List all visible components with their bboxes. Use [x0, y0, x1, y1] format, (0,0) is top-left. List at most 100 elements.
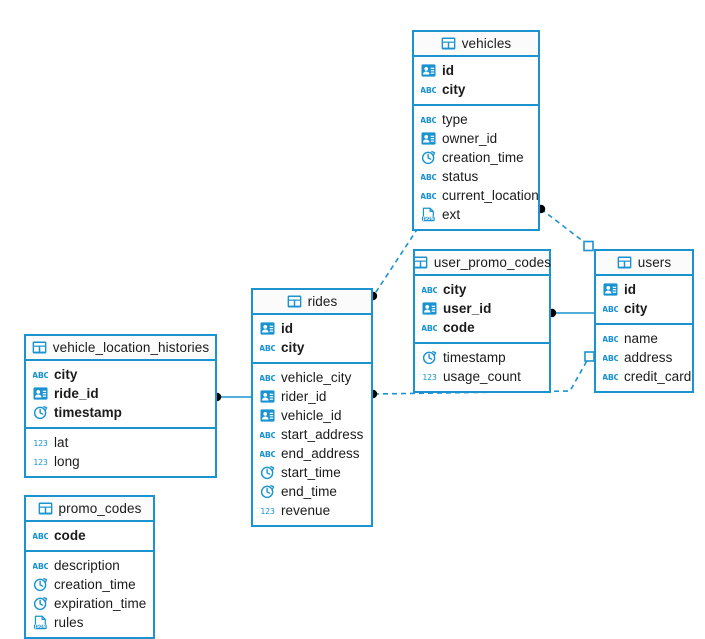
clock-icon: [421, 150, 436, 165]
field-vehicles-owner_id[interactable]: owner_id: [414, 129, 538, 148]
field-user_promo_codes-user_id[interactable]: user_id: [415, 299, 549, 318]
field-label: city: [54, 367, 78, 382]
field-group-user_promo_codes: timestamp 123 usage_count: [415, 344, 549, 391]
svg-text:123: 123: [33, 439, 48, 448]
field-rides-rider_id[interactable]: rider_id: [253, 387, 371, 406]
primary-key-group-vehicles: idABC city: [414, 57, 538, 106]
field-users-name[interactable]: ABCname: [596, 329, 692, 348]
svg-text:ABC: ABC: [422, 286, 437, 295]
svg-text:ABC: ABC: [603, 373, 618, 382]
field-rides-end_address[interactable]: ABC end_address: [253, 444, 371, 463]
field-users-id[interactable]: id: [596, 280, 692, 299]
field-label: credit_card: [624, 369, 692, 384]
entity-table-vehicles[interactable]: vehicles idABC cityABCtypeowner_idcreation…: [412, 30, 540, 231]
clock-icon: [33, 596, 48, 611]
clock-icon: [33, 577, 48, 592]
clock-icon: [33, 405, 48, 420]
entity-header-users[interactable]: users: [596, 251, 692, 276]
field-label: usage_count: [443, 369, 521, 384]
table-grid-icon: [617, 255, 632, 270]
entity-header-promo_codes[interactable]: promo_codes: [26, 497, 153, 522]
entity-table-user_promo_codes[interactable]: user_promo_codesABC city user_idABCcode tim…: [413, 249, 551, 393]
field-vehicles-current_location[interactable]: ABCcurrent_location: [414, 186, 539, 205]
field-rides-vehicle_city[interactable]: ABC vehicle_city: [253, 368, 371, 387]
field-rides-start_address[interactable]: ABCstart_address: [253, 425, 371, 444]
entity-header-rides[interactable]: rides: [253, 290, 371, 315]
field-vehicles-creation_time[interactable]: creation_time: [414, 148, 538, 167]
svg-text:ABC: ABC: [422, 324, 437, 333]
field-vehicles-city[interactable]: ABC city: [414, 80, 538, 99]
clock-icon: [422, 350, 437, 365]
svg-text:123: 123: [422, 373, 437, 382]
field-promo_codes-expiration_time[interactable]: expiration_time: [26, 594, 153, 613]
entity-title-user_promo_codes: user_promo_codes: [433, 255, 552, 270]
field-user_promo_codes-timestamp[interactable]: timestamp: [415, 348, 549, 367]
field-user_promo_codes-city[interactable]: ABC city: [415, 280, 549, 299]
field-rides-end_time[interactable]: end_time: [253, 482, 371, 501]
abc-text-icon: ABC: [260, 446, 275, 461]
field-label: city: [443, 282, 467, 297]
field-rides-city[interactable]: ABC city: [253, 338, 371, 357]
abc-text-icon: ABC: [421, 112, 436, 127]
field-rides-vehicle_id[interactable]: vehicle_id: [253, 406, 371, 425]
field-rides-start_time[interactable]: start_time: [253, 463, 371, 482]
person-card-icon: [422, 301, 437, 316]
svg-text:ABC: ABC: [603, 354, 618, 363]
table-grid-icon: [413, 255, 428, 270]
field-rides-id[interactable]: id: [253, 319, 371, 338]
svg-text:ABC: ABC: [421, 86, 436, 95]
primary-key-group-users: idABCcity: [596, 276, 692, 325]
abc-text-icon: ABC: [260, 370, 275, 385]
abc-text-icon: ABC: [33, 367, 48, 382]
abc-text-icon: ABC: [33, 558, 48, 573]
field-label: start_time: [281, 465, 341, 480]
entity-table-users[interactable]: usersidABCcityABCnameABCaddressABCcredit…: [594, 249, 694, 393]
field-label: city: [281, 340, 305, 355]
entity-header-user_promo_codes[interactable]: user_promo_codes: [413, 251, 552, 276]
field-user_promo_codes-code[interactable]: ABCcode: [415, 318, 549, 337]
abc-text-icon: ABC: [260, 340, 275, 355]
primary-key-group-vehicle_location_histories: ABC city ride_id timestamp: [26, 361, 215, 429]
field-promo_codes-code[interactable]: ABCcode: [26, 526, 153, 545]
field-vehicles-status[interactable]: ABCstatus: [414, 167, 538, 186]
field-vehicles-id[interactable]: id: [414, 61, 538, 80]
field-label: vehicle_city: [281, 370, 352, 385]
svg-text:ABC: ABC: [260, 374, 275, 383]
field-user_promo_codes-usage_count[interactable]: 123 usage_count: [415, 367, 549, 386]
field-group-promo_codes: ABCdescriptioncreation_timeexpiration_ti…: [26, 552, 153, 637]
entity-header-vehicles[interactable]: vehicles: [414, 32, 538, 57]
field-label: end_address: [281, 446, 360, 461]
entity-table-rides[interactable]: ridesidABCcityABCvehicle_cityrider_idveh…: [251, 288, 373, 527]
table-grid-icon: [38, 501, 53, 516]
field-users-credit_card[interactable]: ABC credit_card: [596, 367, 692, 386]
field-users-address[interactable]: ABCaddress: [596, 348, 692, 367]
field-users-city[interactable]: ABCcity: [596, 299, 692, 318]
primary-key-group-user_promo_codes: ABC city user_idABCcode: [415, 276, 549, 344]
field-vehicle_location_histories-city[interactable]: ABC city: [26, 365, 215, 384]
table-grid-icon: [441, 36, 456, 51]
entity-table-vehicle_location_histories[interactable]: vehicle_location_historiesABC city ride_id…: [24, 334, 217, 478]
field-promo_codes-creation_time[interactable]: creation_time: [26, 575, 153, 594]
field-label: start_address: [281, 427, 364, 442]
field-label: long: [54, 454, 80, 469]
field-label: timestamp: [54, 405, 122, 420]
svg-text:ABC: ABC: [33, 371, 48, 380]
person-card-icon: [421, 63, 436, 78]
entity-table-promo_codes[interactable]: promo_codesABCcodeABCdescriptioncreation…: [24, 495, 155, 639]
person-card-icon: [260, 321, 275, 336]
field-vehicle_location_histories-ride_id[interactable]: ride_id: [26, 384, 215, 403]
person-card-icon: [421, 131, 436, 146]
field-promo_codes-description[interactable]: ABCdescription: [26, 556, 153, 575]
field-label: id: [442, 63, 455, 78]
field-label: city: [442, 82, 466, 97]
field-vehicles-type[interactable]: ABCtype: [414, 110, 538, 129]
entity-header-vehicle_location_histories[interactable]: vehicle_location_histories: [26, 336, 215, 361]
field-label: status: [442, 169, 479, 184]
field-vehicle_location_histories-timestamp[interactable]: timestamp: [26, 403, 215, 422]
